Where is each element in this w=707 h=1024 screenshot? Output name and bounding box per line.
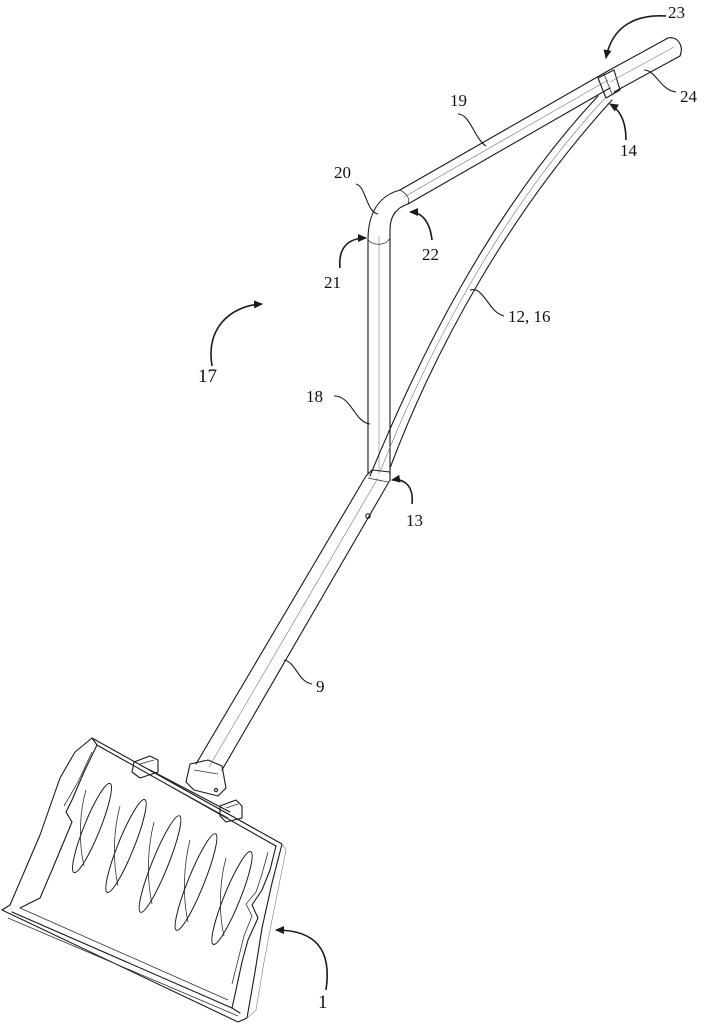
arrow-13 xyxy=(391,474,414,505)
leader-12-16 xyxy=(469,289,505,317)
label-13: 13 xyxy=(406,511,423,530)
label-23: 23 xyxy=(668,3,685,22)
curved-handle xyxy=(369,95,613,477)
arrow-17 xyxy=(210,300,263,367)
arrow-21 xyxy=(339,234,367,269)
lower-shaft xyxy=(195,475,391,771)
leader-9 xyxy=(283,659,313,685)
label-24: 24 xyxy=(680,87,698,106)
label-14: 14 xyxy=(620,141,638,160)
arrow-22 xyxy=(409,208,433,241)
label-9: 9 xyxy=(316,677,325,696)
top-bend xyxy=(367,189,410,245)
label-20: 20 xyxy=(334,163,351,182)
label-12-16: 12, 16 xyxy=(508,307,551,326)
leader-19 xyxy=(457,113,487,147)
upper-bar xyxy=(399,71,611,205)
label-17: 17 xyxy=(198,366,217,387)
arrow-1 xyxy=(275,926,328,991)
label-1: 1 xyxy=(318,992,328,1013)
leader-20 xyxy=(355,183,379,215)
arrow-23 xyxy=(603,15,667,59)
leader-24 xyxy=(643,69,677,93)
label-21: 21 xyxy=(324,273,341,292)
leader-18 xyxy=(333,395,371,425)
end-grip xyxy=(605,37,682,93)
vertical-grip-bar xyxy=(367,229,391,477)
label-22: 22 xyxy=(422,245,439,264)
label-18: 18 xyxy=(306,387,323,406)
upper-joint xyxy=(597,69,621,99)
label-19: 19 xyxy=(450,91,467,110)
shovel-blade xyxy=(1,737,287,1023)
shaft-socket xyxy=(185,759,227,797)
arrow-14 xyxy=(609,103,627,141)
